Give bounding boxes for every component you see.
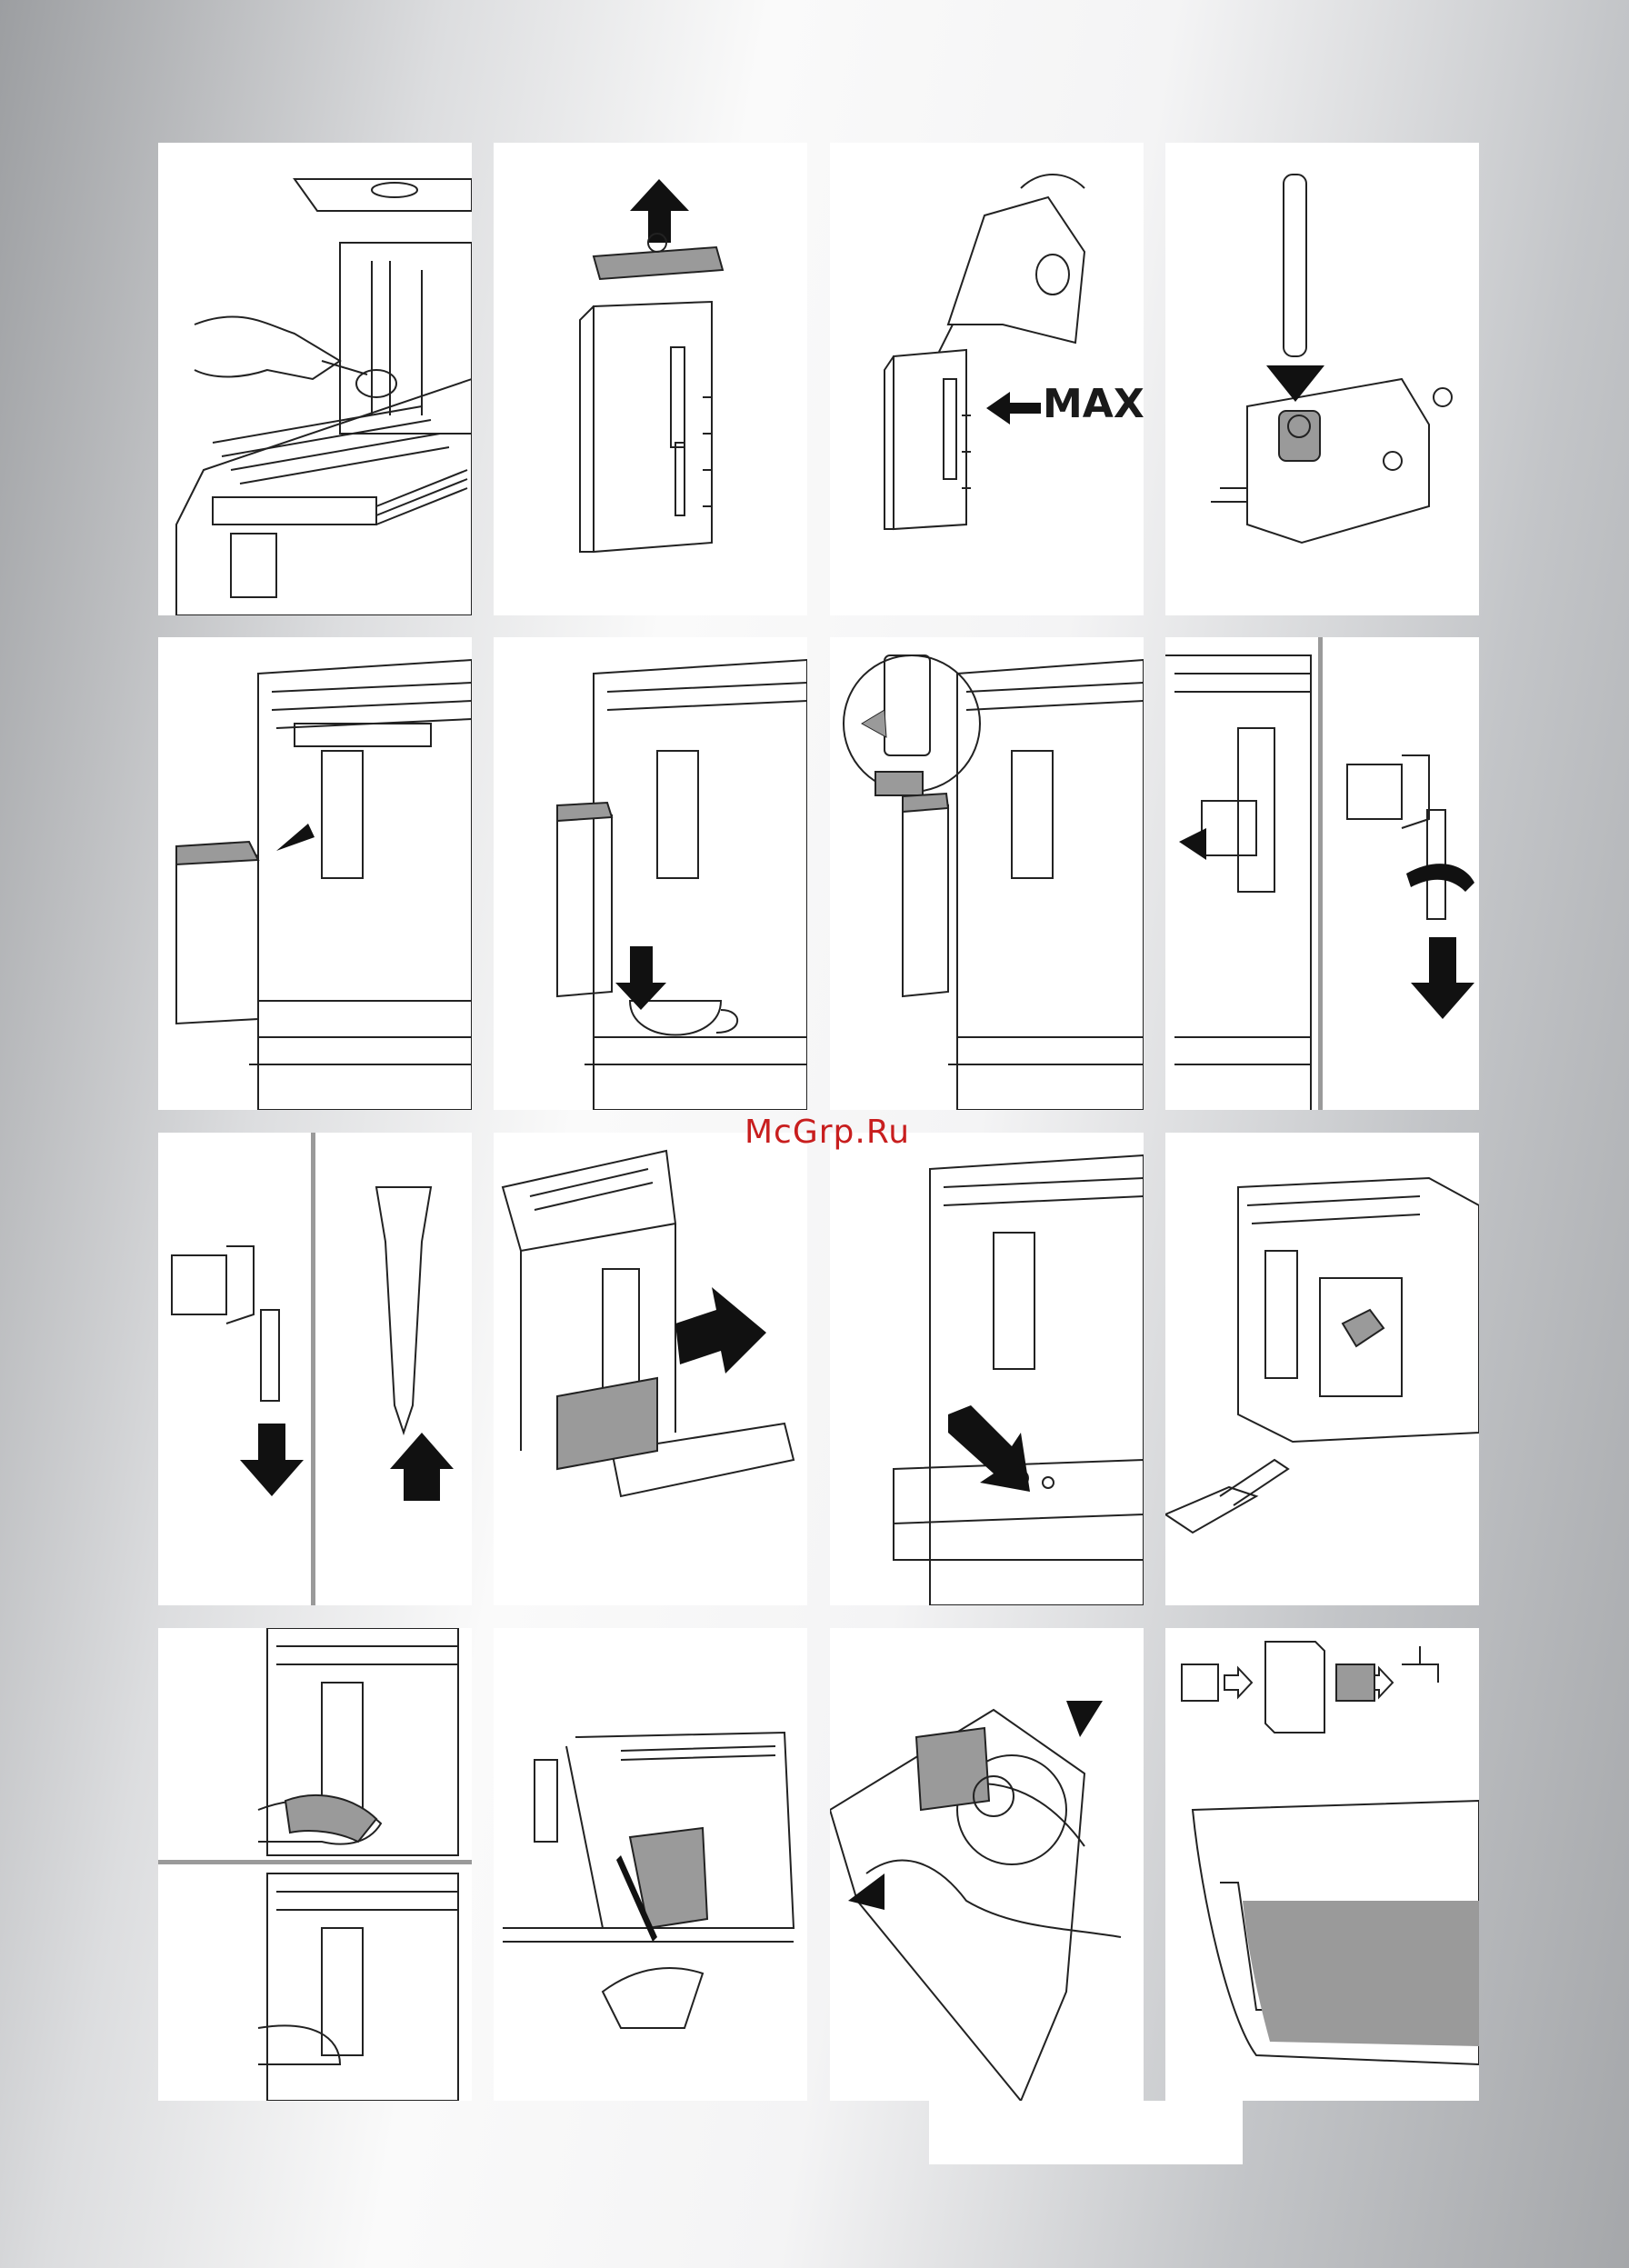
pour-milk-to-max-icon [830,143,1144,615]
step-5-panel [158,637,472,1110]
press-brew-unit-levers-icon [830,1628,1144,2101]
slide-out-drip-tray-icon [494,1133,807,1605]
remove-frother-tube-icon [158,1133,472,1605]
remove-milk-container-lid-icon [494,143,807,615]
remove-nozzle-icon [1165,637,1479,1110]
attach-milk-container-icon [158,637,472,1110]
watermark: McGrp.Ru [709,1114,945,1151]
step-7-panel [830,637,1144,1110]
step-11-panel [830,1133,1144,1605]
step-4-panel [1165,143,1479,615]
step-13-panel [158,1628,472,2101]
step-9-panel [158,1133,472,1605]
step-10-panel [494,1133,807,1605]
max-label: MAX [1043,381,1144,427]
step-8-panel [1165,637,1479,1110]
step-15-panel [830,1628,1144,2101]
pour-powder-into-machine-icon [158,143,472,615]
dispense-into-cup-icon [494,637,807,1110]
step-6-panel [494,637,807,1110]
step-3-panel: MAX [830,143,1144,615]
step-2-panel [494,143,807,615]
press-release-button-icon [830,637,1144,1110]
blank-panel [929,2101,1243,2164]
step-12-panel [1165,1133,1479,1605]
step-14-panel [494,1628,807,2101]
clean-with-brush-icon [1165,1133,1479,1605]
press-tray-button-icon [830,1133,1144,1605]
step-16-panel [1165,1628,1479,2101]
insert-tube-into-lid-icon [1165,143,1479,615]
wipe-nozzle-icon [158,1628,472,2101]
descale-water-tank-icon [1165,1628,1479,2101]
step-1-panel [158,143,472,615]
remove-brew-unit-icon [494,1628,807,2101]
